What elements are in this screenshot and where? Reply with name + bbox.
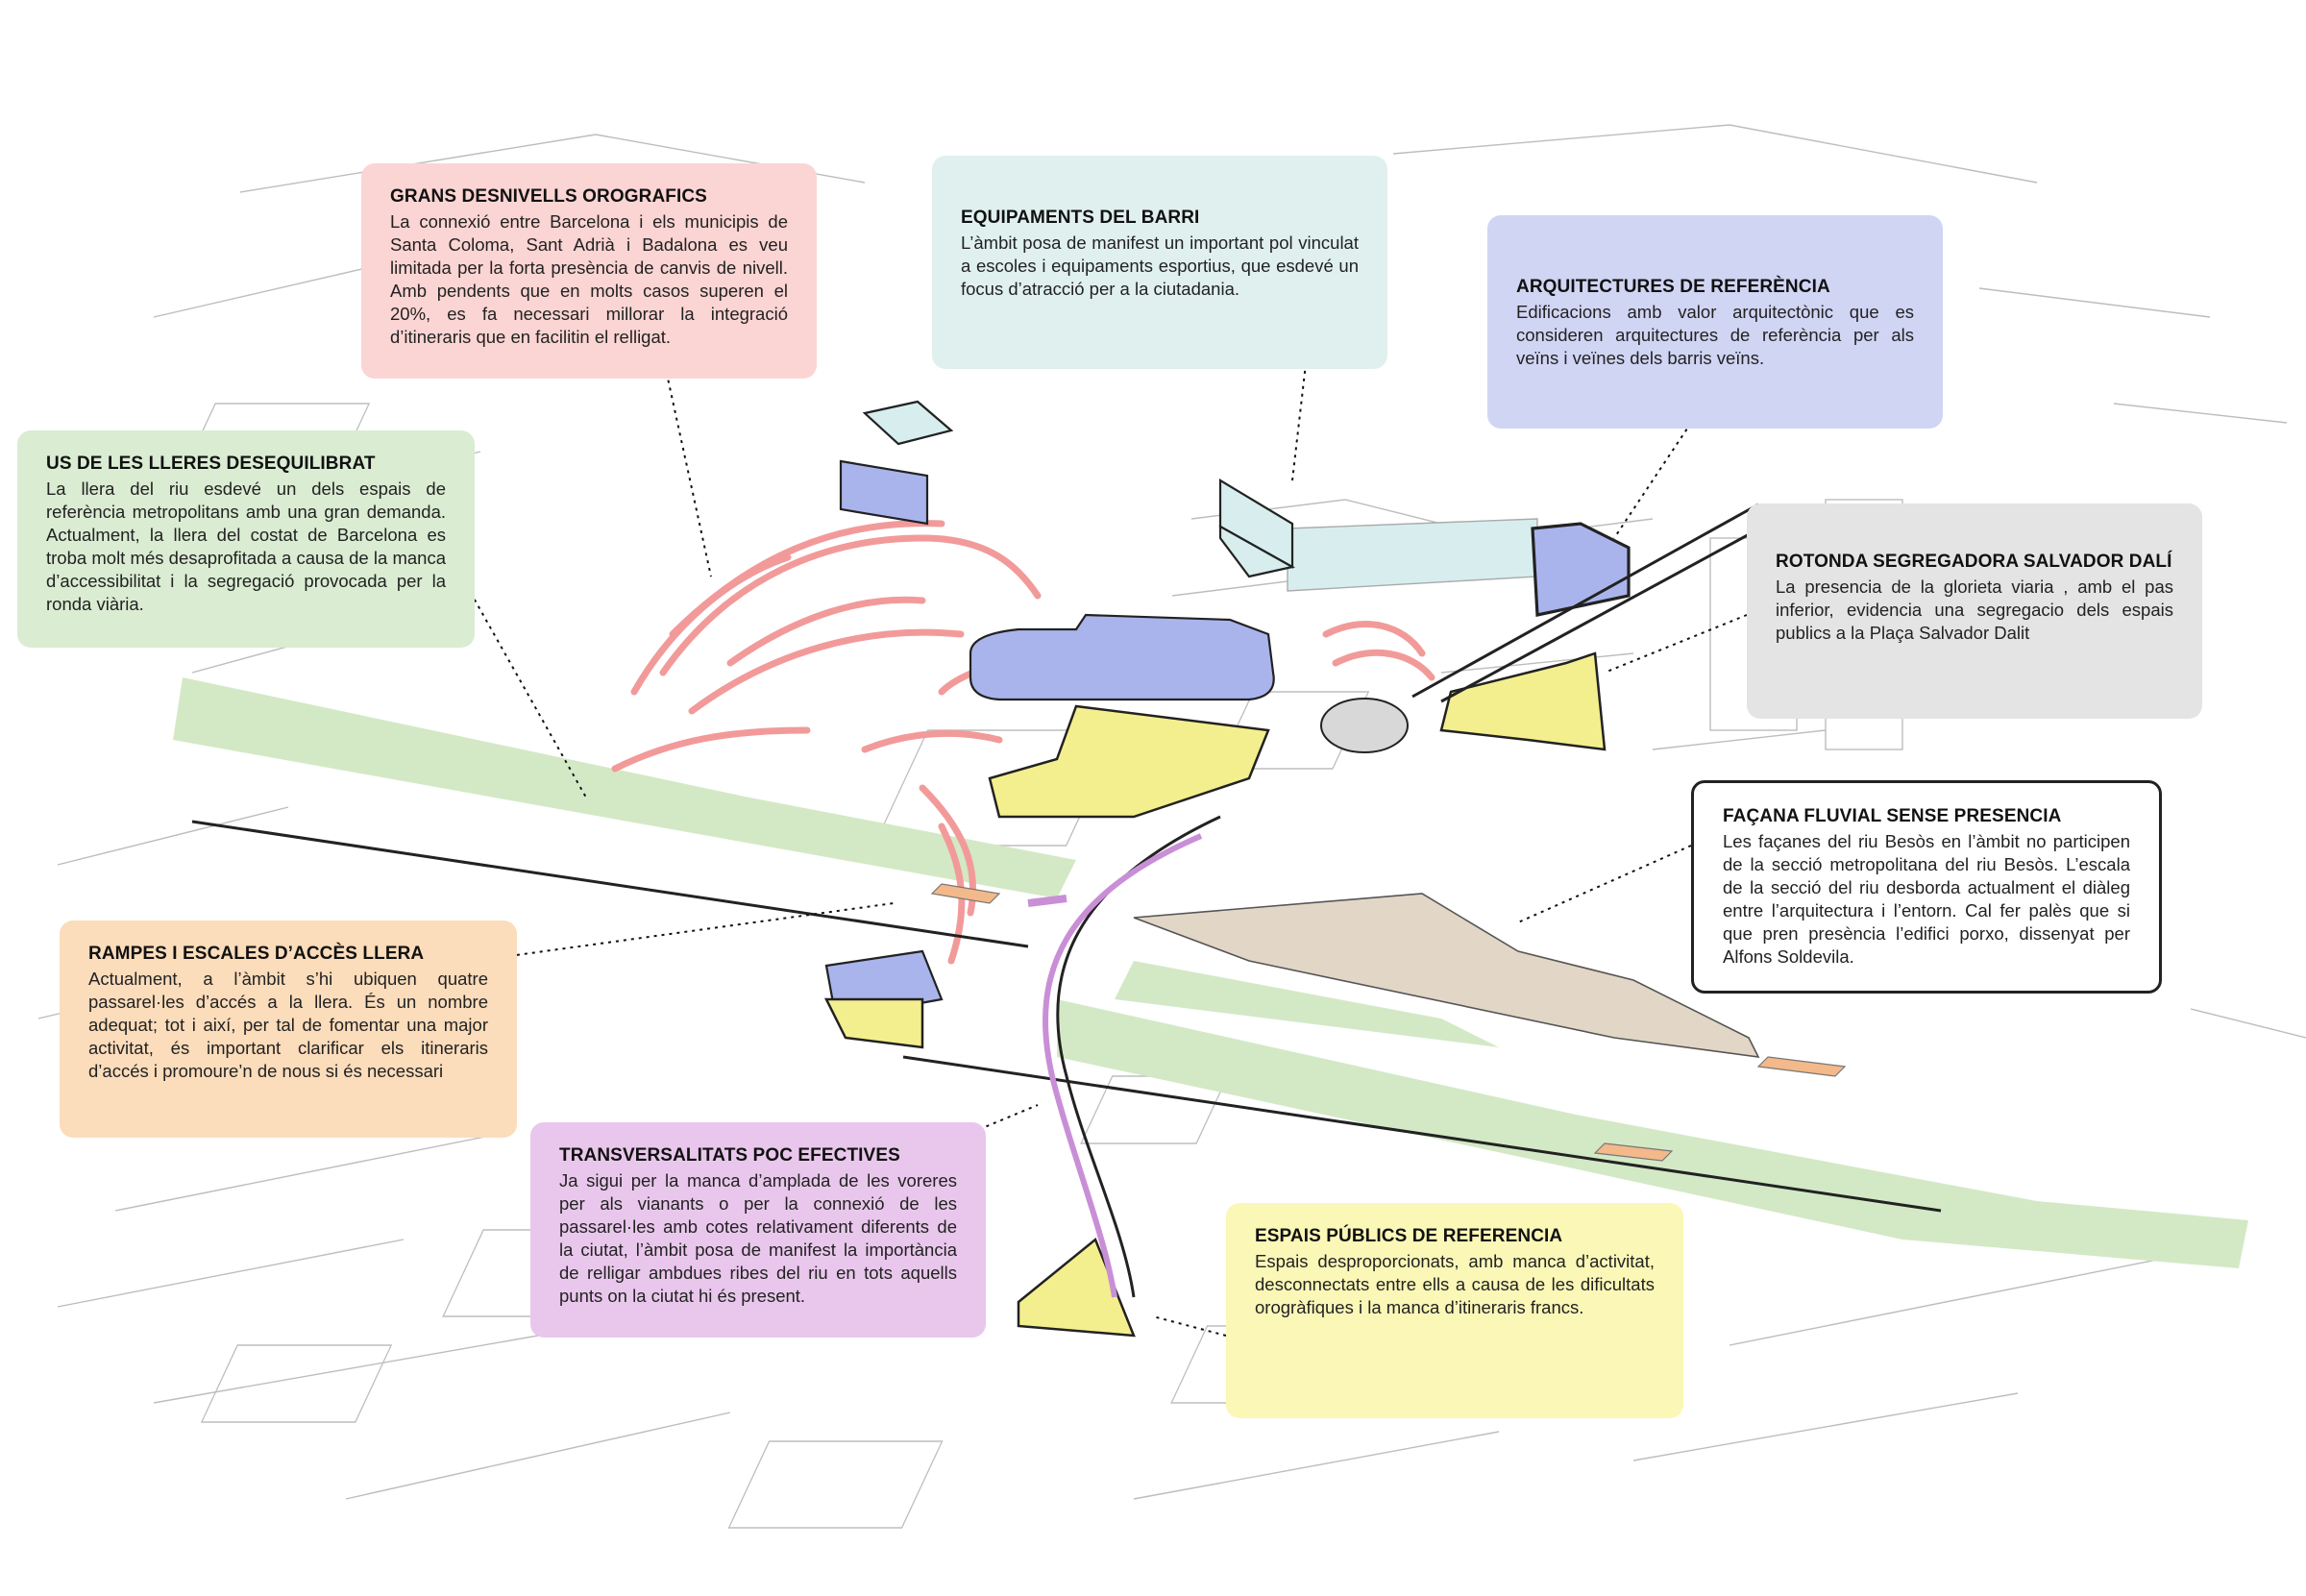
callout-transversalitats: TRANSVERSALITATS POC EFECTIVES Ja sigui … [530, 1122, 986, 1338]
ramps [930, 883, 1847, 1162]
callout-arquitectures: ARQUITECTURES DE REFERÈNCIA Edificacions… [1487, 215, 1943, 429]
callout-text: La presencia de la glorieta viaria , amb… [1776, 577, 2173, 643]
callout-title: FAÇANA FLUVIAL SENSE PRESENCIA [1723, 806, 2062, 826]
callout-title: EQUIPAMENTS DEL BARRI [961, 208, 1200, 228]
callout-text: Actualment, a l’àmbit s’hi ubiquen quatr… [88, 969, 488, 1081]
callout-text: Les façanes del riu Besòs en l’àmbit no … [1723, 831, 2130, 967]
river-facade [1133, 893, 1760, 1058]
callout-title: ESPAIS PÚBLICS DE REFERENCIA [1255, 1226, 1563, 1246]
callout-text: Ja sigui per la manca d’amplada de les v… [559, 1170, 957, 1306]
callout-rampes: RAMPES I ESCALES D’ACCÈS LLERA Actualmen… [60, 921, 517, 1138]
callout-rotonda: ROTONDA SEGREGADORA SALVADOR DALÍ La pre… [1747, 503, 2202, 719]
callout-text: La llera del riu esdevé un dels espais d… [46, 479, 446, 614]
callout-text: Espais desproporcionats, amb manca d’act… [1255, 1251, 1655, 1317]
riverbank-green [173, 677, 2248, 1268]
callout-us-lleres: US DE LES LLERES DESEQUILIBRAT La llera … [17, 430, 475, 648]
callout-title: US DE LES LLERES DESEQUILIBRAT [46, 454, 376, 474]
callout-facana: FAÇANA FLUVIAL SENSE PRESENCIA Les façan… [1691, 780, 2162, 994]
callout-title: RAMPES I ESCALES D’ACCÈS LLERA [88, 944, 425, 964]
callout-text: La connexió entre Barcelona i els munici… [390, 211, 788, 347]
crossings [1027, 815, 1221, 1298]
callout-title: TRANSVERSALITATS POC EFECTIVES [559, 1145, 900, 1166]
roundabout [1320, 698, 1409, 753]
leader-lines [466, 355, 1748, 1337]
callout-title: ARQUITECTURES DE REFERÈNCIA [1516, 277, 1830, 297]
main-roads [191, 503, 1942, 1213]
callout-grans-desnivells: GRANS DESNIVELLS OROGRAFICS La connexió … [361, 163, 817, 379]
callout-equipaments: EQUIPAMENTS DEL BARRI L’àmbit posa de ma… [932, 156, 1387, 369]
callout-text: Edificacions amb valor arquitectònic que… [1516, 302, 1914, 368]
callout-title: GRANS DESNIVELLS OROGRAFICS [390, 186, 707, 207]
callout-espais: ESPAIS PÚBLICS DE REFERENCIA Espais desp… [1226, 1203, 1683, 1418]
sports-facility [1287, 518, 1538, 592]
callout-text: L’àmbit posa de manifest un important po… [961, 233, 1359, 299]
callout-title: ROTONDA SEGREGADORA SALVADOR DALÍ [1776, 552, 2172, 572]
